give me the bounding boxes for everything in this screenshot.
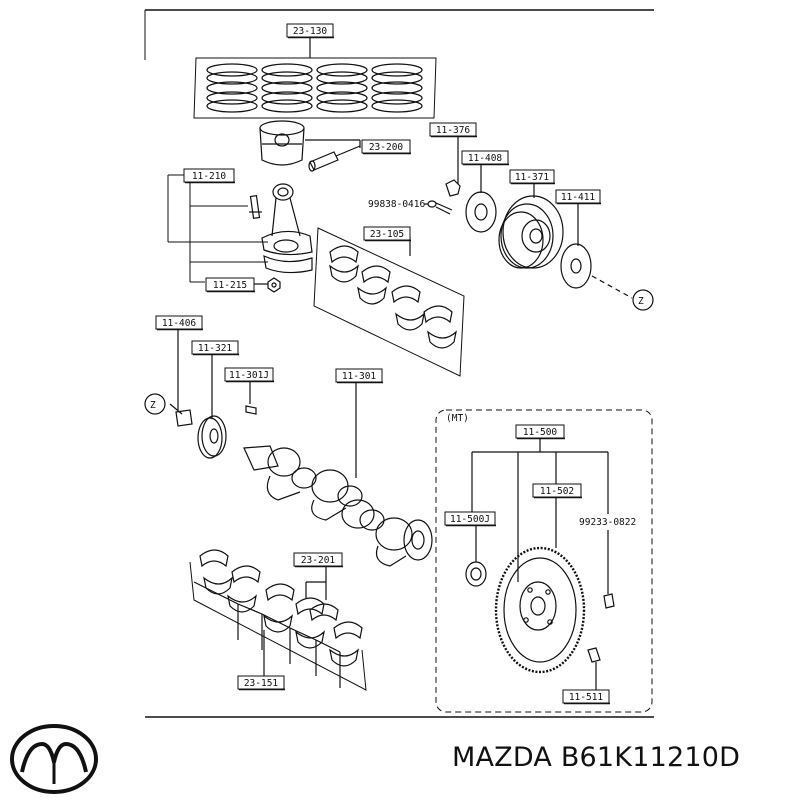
callout-labels: 23-130 23-200 11-376 11-408 11-371 11-411 11-2… [155, 23, 610, 705]
callout-text: 23-200 [369, 142, 404, 153]
callout-11-215: 11-215 [205, 277, 255, 293]
mt-flywheel-group [435, 409, 653, 713]
callout-11-371: 11-371 [509, 169, 555, 185]
callout-text: 11-215 [213, 280, 247, 291]
callout-text: 11-301 [342, 371, 377, 382]
z-marker-text: Z [638, 296, 644, 307]
rod-nut [254, 277, 281, 293]
bolt-part-number: 99838-0416 [368, 199, 425, 210]
callout-23-201: 23-201 [293, 552, 343, 568]
mazda-logo [10, 724, 98, 794]
callout-11-500: 11-500 [515, 424, 565, 440]
callout-11-301j: 11-301J [224, 367, 274, 383]
callout-text: 11-321 [198, 343, 233, 354]
rod-bearings-group [313, 227, 465, 377]
callout-text: 11-502 [540, 486, 574, 497]
callout-23-151: 23-151 [237, 675, 285, 691]
piston-ring-set [316, 63, 368, 113]
callout-text: 11-500J [450, 514, 490, 525]
piston [259, 120, 305, 166]
callout-text: 23-130 [293, 26, 328, 37]
callout-11-321: 11-321 [191, 340, 239, 356]
callout-text: 11-408 [468, 153, 503, 164]
callout-11-210: 11-210 [183, 168, 235, 184]
callout-11-411: 11-411 [555, 189, 601, 205]
pin-part-number: 99233-0822 [579, 517, 636, 528]
mt-label: (MT) [446, 413, 469, 424]
callout-23-105: 23-105 [363, 226, 411, 242]
callout-23-200: 23-200 [361, 139, 411, 155]
crankshaft [243, 382, 433, 567]
bracket-11-210 [167, 174, 268, 283]
part-caption: MAZDA B61K11210D [452, 742, 741, 773]
callout-text: 11-376 [436, 125, 471, 136]
piston-rings-group [193, 38, 437, 119]
piston-ring-set [261, 63, 313, 113]
callout-23-130: 23-130 [286, 23, 334, 39]
callout-text: 11-406 [162, 318, 197, 329]
callout-text: 11-511 [569, 692, 604, 703]
callout-text: 11-301J [229, 370, 269, 381]
pulley-assembly [424, 134, 633, 299]
z-marker-text: Z [150, 400, 156, 411]
callout-text: 23-201 [301, 555, 336, 566]
callout-11-301: 11-301 [335, 368, 383, 384]
crank-sprocket-group [169, 328, 257, 459]
piston-pin [305, 139, 361, 172]
connecting-rod [249, 183, 313, 274]
callout-text: 11-371 [515, 172, 550, 183]
piston-ring-set [206, 63, 258, 113]
callout-text: 11-500 [523, 427, 558, 438]
callout-11-502: 11-502 [532, 483, 582, 499]
z-marker: Z [632, 289, 654, 311]
piston-ring-set [371, 63, 423, 113]
callout-11-511: 11-511 [562, 689, 610, 705]
callout-text: 11-210 [192, 171, 227, 182]
callout-text: 23-151 [244, 678, 279, 689]
callout-text: 23-105 [370, 229, 404, 240]
main-bearings-group [189, 549, 367, 691]
callout-11-376: 11-376 [429, 122, 477, 138]
callout-text: 11-411 [561, 192, 596, 203]
callout-11-408: 11-408 [461, 150, 509, 166]
z-marker: Z [144, 393, 166, 415]
callout-11-406: 11-406 [155, 315, 203, 331]
callout-11-500j: 11-500J [444, 511, 496, 527]
